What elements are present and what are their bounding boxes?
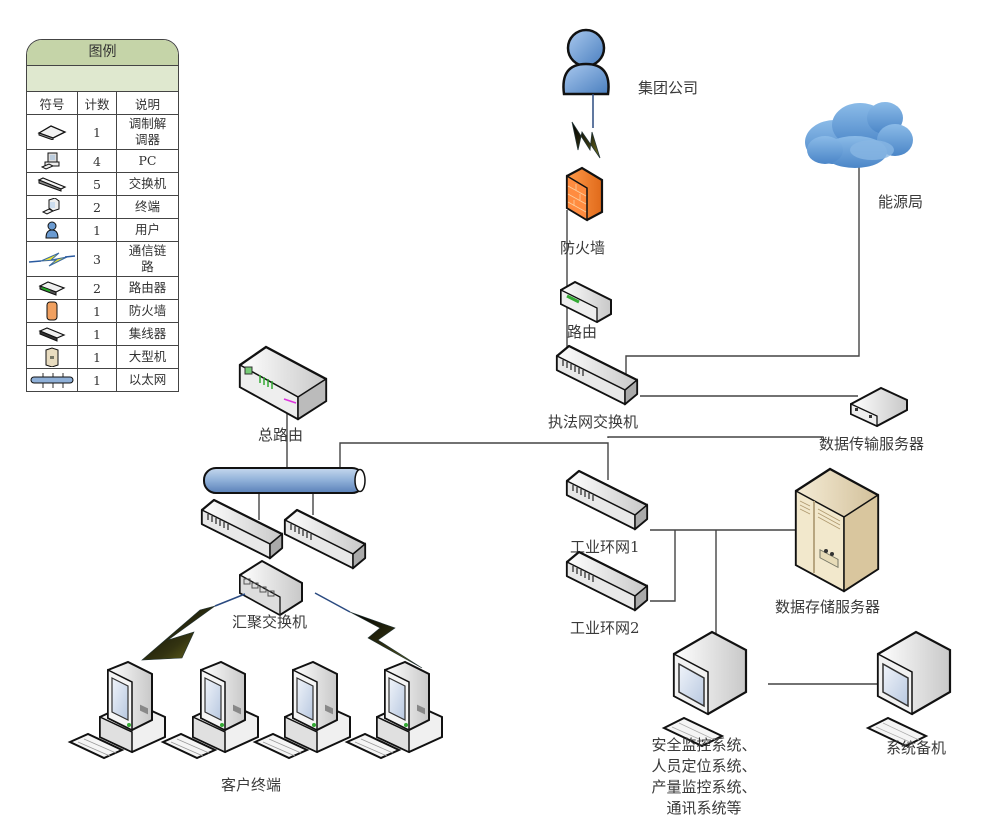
law-switch-icon xyxy=(555,344,639,406)
client-pc-icon xyxy=(162,661,259,759)
label-law-switch: 执法网交换机 xyxy=(548,413,638,431)
firewall-icon xyxy=(565,166,604,222)
legend-count: 4 xyxy=(77,149,117,173)
legend-desc: 终端 xyxy=(116,195,178,219)
legend-row: 5 交换机 xyxy=(27,172,178,196)
legend-desc: 交换机 xyxy=(116,172,178,196)
data-transfer-server-icon xyxy=(850,386,908,428)
legend-row: 4 PC xyxy=(27,149,178,173)
legend-row: 1 集线器 xyxy=(27,322,178,346)
label-monitoring-line-2: 人员定位系统、 xyxy=(651,757,756,775)
legend-row: 1 大型机 xyxy=(27,345,178,369)
label-group-company: 集团公司 xyxy=(638,79,698,97)
legend-desc: 通信链路 xyxy=(116,241,178,277)
client-pc-icon xyxy=(254,661,351,759)
legend-row: 1 以太网 xyxy=(27,368,178,391)
legend-count: 5 xyxy=(77,172,117,196)
comm-link-icon xyxy=(571,94,601,159)
legend-count: 2 xyxy=(77,195,117,219)
ethernet-bus-icon xyxy=(203,467,366,494)
label-router: 路由 xyxy=(567,323,597,341)
legend-count: 1 xyxy=(77,322,117,346)
label-industrial-ring-1: 工业环网1 xyxy=(570,538,640,556)
backup-workstation-icon xyxy=(866,630,952,748)
switch-icon xyxy=(200,498,284,560)
label-monitoring-line-3: 产量监控系统、 xyxy=(651,778,756,796)
legend-desc: 用户 xyxy=(116,218,178,242)
router-icon xyxy=(560,280,612,324)
energy-bureau-cloud-icon xyxy=(805,102,913,168)
legend-row: 3 通信链路 xyxy=(27,241,178,277)
label-monitoring-line-1: 安全监控系统、 xyxy=(651,736,756,754)
terminal-icon xyxy=(27,198,77,216)
legend-desc: 集线器 xyxy=(116,322,178,346)
label-main-router: 总路由 xyxy=(258,426,303,444)
monitoring-workstation-icon xyxy=(662,630,748,748)
legend: 图例 符号 计数 说明 1 调制解调器 4 PC 5 交换机 xyxy=(26,39,179,392)
label-client-terminals: 客户终端 xyxy=(221,776,281,794)
industrial-ring-1-switch-icon xyxy=(565,469,649,531)
legend-title: 图例 xyxy=(27,40,178,66)
legend-desc: 以太网 xyxy=(116,368,178,391)
label-energy-bureau: 能源局 xyxy=(878,193,923,211)
legend-desc: 路由器 xyxy=(116,276,178,300)
mainframe-icon xyxy=(27,347,77,367)
router-icon xyxy=(27,280,77,296)
comm-link-icon xyxy=(27,249,77,269)
label-firewall: 防火墙 xyxy=(560,239,605,257)
client-pc-icon xyxy=(69,661,166,759)
industrial-ring-2-switch-icon xyxy=(565,550,649,612)
label-monitoring-line-4: 通讯系统等 xyxy=(666,799,741,817)
legend-count: 2 xyxy=(77,276,117,300)
user-icon xyxy=(27,221,77,239)
legend-count: 3 xyxy=(77,241,117,277)
legend-row: 2 终端 xyxy=(27,195,178,219)
switch-icon xyxy=(283,508,367,570)
legend-subheader xyxy=(27,66,178,92)
label-data-storage-server: 数据存储服务器 xyxy=(775,598,880,616)
legend-table: 符号 计数 说明 1 调制解调器 4 PC 5 交换机 2 终端 xyxy=(27,92,178,391)
legend-header-count: 计数 xyxy=(77,92,117,115)
modem-icon xyxy=(27,124,77,140)
legend-desc: 大型机 xyxy=(116,345,178,369)
ethernet-icon xyxy=(27,371,77,389)
switch-icon xyxy=(27,176,77,192)
label-aggregation-switch: 汇聚交换机 xyxy=(232,613,307,631)
legend-header-row: 符号 计数 说明 xyxy=(27,92,178,115)
client-pc-icon xyxy=(346,661,443,759)
aggregation-switch-icon xyxy=(239,559,303,617)
label-backup-machine: 系统备机 xyxy=(886,739,946,757)
comm-link-icon xyxy=(141,593,246,661)
data-storage-server-icon xyxy=(794,467,880,593)
comm-link-icon xyxy=(314,592,423,669)
label-industrial-ring-2: 工业环网2 xyxy=(570,619,640,637)
hub-icon xyxy=(27,326,77,342)
legend-count: 1 xyxy=(77,368,117,391)
main-router-icon xyxy=(238,345,328,421)
group-company-user-icon xyxy=(562,28,610,96)
firewall-icon xyxy=(27,301,77,321)
label-data-transfer-server: 数据传输服务器 xyxy=(819,435,924,453)
pc-icon xyxy=(27,152,77,170)
legend-count: 1 xyxy=(77,345,117,369)
